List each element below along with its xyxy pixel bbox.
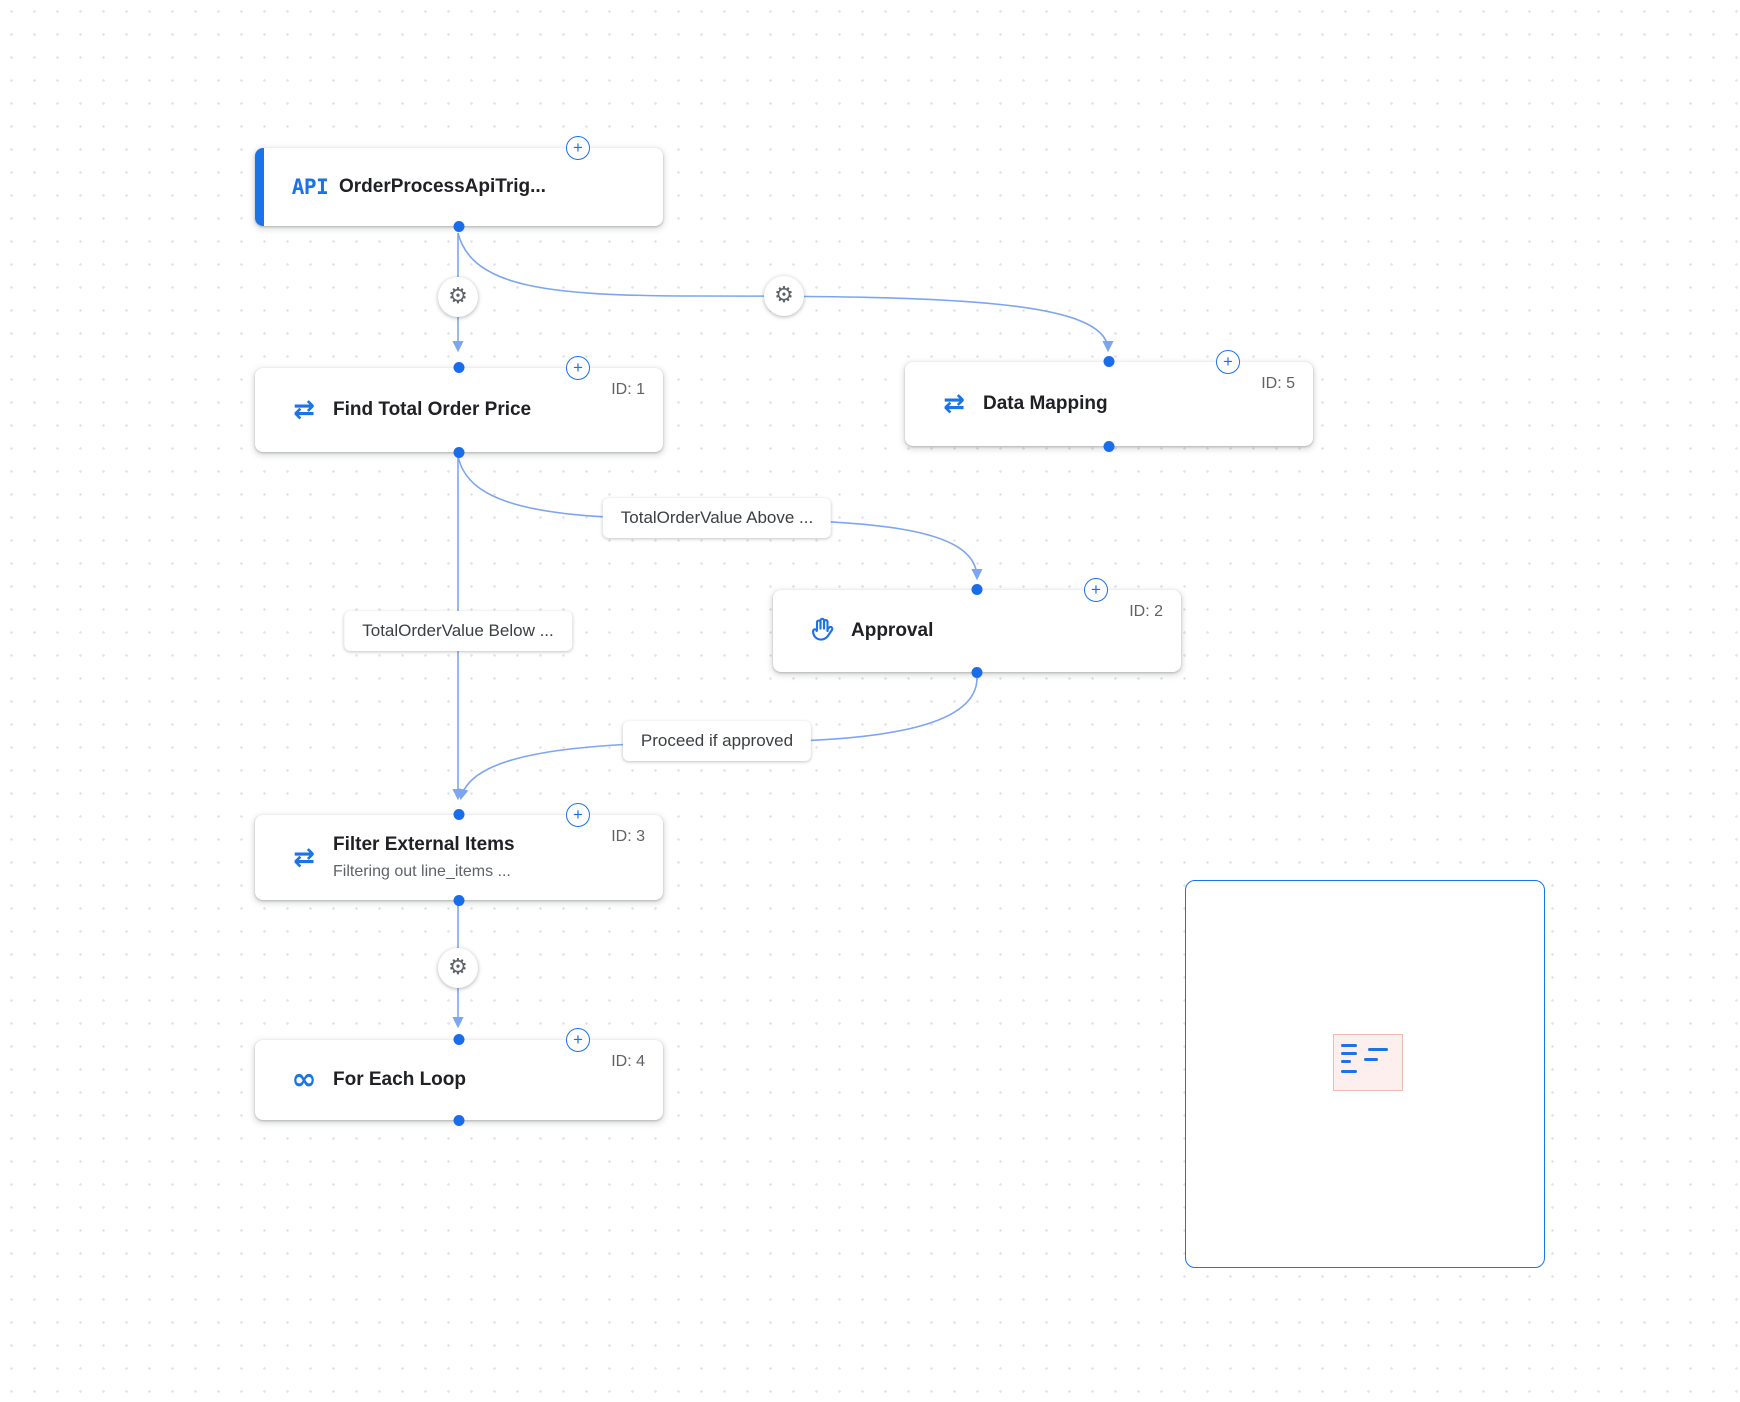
output-port[interactable]: [1103, 441, 1115, 452]
node-id-label: ID: 3: [611, 828, 645, 845]
add-step-button[interactable]: +: [566, 1028, 590, 1052]
data-mapping-icon: ⇄: [293, 395, 315, 425]
node-approval[interactable]: + Approval ID: 2: [773, 578, 1181, 678]
hand-approval-icon: [799, 616, 845, 646]
input-port[interactable]: [453, 362, 465, 373]
output-port[interactable]: [453, 447, 465, 458]
minimap-node-marker: [1368, 1048, 1388, 1051]
node-id-label: ID: 5: [1261, 375, 1295, 392]
minimap-node-marker: [1341, 1052, 1357, 1055]
add-step-button[interactable]: +: [566, 356, 590, 380]
node-text: Filter External Items Filtering out line…: [333, 834, 515, 881]
data-mapping-icon: ⇄: [943, 389, 965, 419]
input-port[interactable]: [453, 809, 465, 820]
node-filter-external-items[interactable]: + ⇄ Filter External Items Filtering out …: [255, 803, 663, 906]
output-port[interactable]: [971, 667, 983, 678]
edge-settings-gear-icon[interactable]: ⚙: [438, 277, 478, 317]
node-title: OrderProcessApiTrig...: [339, 176, 546, 197]
add-step-button[interactable]: +: [566, 136, 590, 160]
edge-label-total-above[interactable]: TotalOrderValue Above ...: [602, 498, 832, 538]
input-port[interactable]: [453, 1034, 465, 1045]
edge-label-proceed-if-approved[interactable]: Proceed if approved: [622, 721, 812, 761]
node-title: Find Total Order Price: [333, 399, 532, 420]
add-step-button[interactable]: +: [566, 803, 590, 827]
node-for-each-loop[interactable]: + ∞ For Each Loop ID: 4: [255, 1028, 663, 1126]
node-data-mapping[interactable]: + ⇄ Data Mapping ID: 5: [905, 350, 1313, 452]
edge-settings-gear-icon[interactable]: ⚙: [438, 948, 478, 988]
minimap-panel[interactable]: [1185, 880, 1545, 1268]
input-port[interactable]: [1103, 356, 1115, 367]
trigger-accent-bar: [255, 148, 264, 226]
add-step-button[interactable]: +: [1084, 578, 1108, 602]
minimap-node-marker: [1364, 1058, 1378, 1061]
minimap-node-marker: [1341, 1060, 1351, 1063]
node-find-total-order-price[interactable]: + ⇄ Find Total Order Price ID: 1: [255, 356, 663, 458]
node-id-label: ID: 4: [611, 1053, 645, 1070]
edge-label-total-below[interactable]: TotalOrderValue Below ...: [344, 611, 572, 651]
edge-trigger-to-data-mapping[interactable]: [457, 232, 1114, 353]
minimap-node-marker: [1341, 1070, 1357, 1073]
node-title: Filter External Items: [333, 834, 515, 855]
output-port[interactable]: [453, 221, 465, 232]
minimap-node-marker: [1341, 1044, 1357, 1047]
node-id-label: ID: 2: [1129, 603, 1163, 620]
minimap-viewport[interactable]: [1333, 1034, 1403, 1091]
add-step-button[interactable]: +: [1216, 350, 1240, 374]
loop-icon: ∞: [291, 1062, 317, 1097]
output-port[interactable]: [453, 895, 465, 906]
data-mapping-icon: ⇄: [293, 842, 315, 873]
api-trigger-icon: API: [291, 175, 329, 199]
output-port[interactable]: [453, 1115, 465, 1126]
node-title: Data Mapping: [983, 393, 1108, 414]
node-title: Approval: [851, 620, 934, 641]
node-subtitle: Filtering out line_items ...: [333, 863, 511, 880]
node-title: For Each Loop: [333, 1069, 466, 1090]
node-trigger[interactable]: + API OrderProcessApiTrig...: [255, 136, 663, 232]
edge-settings-gear-icon[interactable]: ⚙: [764, 276, 804, 316]
input-port[interactable]: [971, 584, 983, 595]
node-id-label: ID: 1: [611, 381, 645, 398]
